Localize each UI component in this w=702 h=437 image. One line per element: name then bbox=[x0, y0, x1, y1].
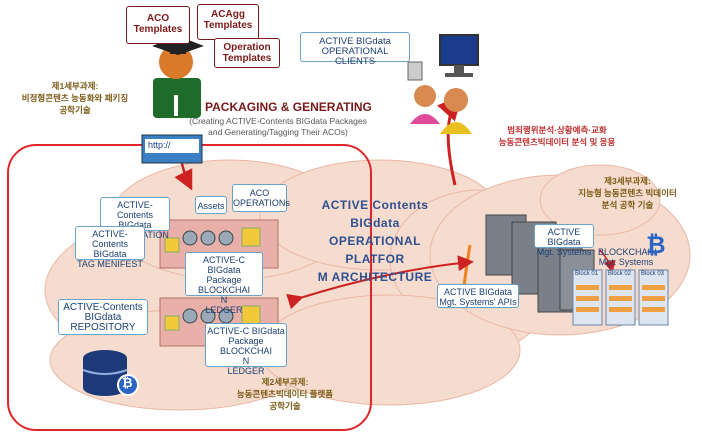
platform-title: ACTIVE Contents BIGdata OPERATIONAL PLAT… bbox=[317, 198, 433, 284]
acagg-templates-card: ACAgg Templates bbox=[197, 4, 259, 40]
arrow-to-blockchain bbox=[599, 249, 616, 273]
clients-box: ACTIVE BIGdata OPERATIONAL CLIENTS bbox=[300, 32, 410, 67]
organization-box: ACTIVE-Contents BIGdata ORGANIZATION bbox=[100, 197, 170, 240]
blockchain-mgt-box: BLOCKCHAIN Mgt. Systems bbox=[598, 247, 657, 267]
apis-box: ACTIVE BIGdata Mgt. Systems' APIs bbox=[437, 284, 519, 308]
client-monitor-figure bbox=[407, 34, 479, 81]
task1-label: 제1세부과제: 비정형콘텐츠 능동화와 패키징 공학기술 bbox=[21, 81, 129, 115]
packaging-title: PACKAGING & GENERATING bbox=[205, 100, 372, 114]
task2-label: 제2세부과제: 능동콘텐츠빅데이터 플랫폼 공학기술 bbox=[236, 377, 334, 411]
database-icon bbox=[82, 350, 139, 396]
tag-manifest-box: ACTIVE-Contents BIGdata TAG MENIFEST bbox=[75, 226, 145, 269]
bitcoin-icon-left: ₿ bbox=[122, 375, 133, 390]
block-label-1: Block 01 bbox=[575, 271, 599, 277]
task3-label: 제3세부과제: 지능형 능동콘텐츠 빅데이터 분석 공학 기술 bbox=[578, 176, 677, 210]
aco-operations-box: ACO OPERATIONs bbox=[232, 184, 290, 212]
operation-templates-card: Operation Templates bbox=[214, 38, 280, 68]
blockchain-ledger-box-1: ACTIVE-C BIGdata Package BLOCKCHAI N LED… bbox=[185, 252, 263, 315]
bitcoin-icon-right: ₿ bbox=[646, 232, 666, 259]
arrow-platform-to-mgt bbox=[286, 255, 474, 310]
url-bar: http:// bbox=[148, 140, 171, 150]
graduate-person-figure bbox=[152, 36, 204, 118]
laptop-figure bbox=[141, 134, 203, 164]
client-people-figure bbox=[410, 85, 472, 134]
assets-box: Assets bbox=[195, 196, 227, 214]
aco-templates-card: ACO Templates bbox=[126, 6, 190, 44]
clients-caption: 범죄행위분석·상황예측·교화 능동콘텐츠빅데이터 분석 및 응용 bbox=[498, 125, 616, 147]
packaging-subtitle: (Creating ACTIVE-Contents BIGdata Packag… bbox=[189, 116, 367, 137]
block-label-2: Block 02 bbox=[608, 271, 632, 277]
block-label-3: Block 03 bbox=[641, 271, 665, 277]
blockchain-ledger-box-2: ACTIVE-C BIGdata Package BLOCKCHAI N LED… bbox=[205, 323, 287, 376]
repository-box: ACTIVE-Contents BIGdata REPOSITORY bbox=[58, 299, 148, 335]
blockchain-blocks-figure bbox=[572, 269, 669, 326]
mgt-systems-box: ACTIVE BIGdata Mgt. Systems bbox=[534, 224, 594, 257]
